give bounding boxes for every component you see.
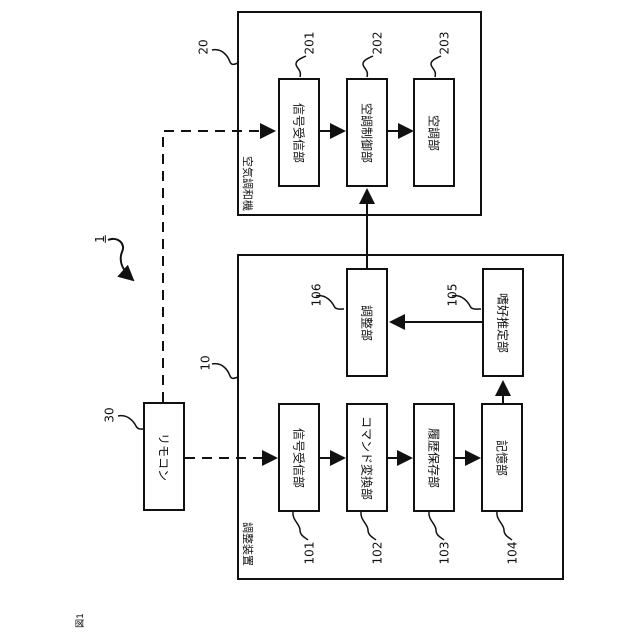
ref-103: 103 bbox=[437, 542, 451, 565]
figure-label: 図1 bbox=[73, 613, 86, 628]
block-104-memory: 記憶部 bbox=[481, 403, 523, 512]
ref-30: 30 bbox=[103, 407, 117, 422]
leader-20 bbox=[212, 50, 238, 65]
block-30-remote-control: リモコン bbox=[143, 402, 185, 511]
air-conditioner-title: 空気調和機 bbox=[240, 156, 256, 211]
ref-201: 201 bbox=[302, 32, 316, 55]
block-203-ac-unit: 空調部 bbox=[413, 78, 455, 187]
block-105-preference-estimator: 嗜好推定部 bbox=[482, 268, 524, 377]
ref-202: 202 bbox=[370, 32, 384, 55]
block-102-command-converter: コマンド変換部 bbox=[346, 403, 388, 512]
ref-105: 105 bbox=[445, 284, 459, 307]
ref-104: 104 bbox=[505, 542, 519, 565]
ref-106: 106 bbox=[309, 284, 323, 307]
block-202-ac-controller: 空調制御部 bbox=[346, 78, 388, 187]
block-201-signal-receiver: 信号受信部 bbox=[278, 78, 320, 187]
ref-10: 10 bbox=[199, 355, 213, 370]
ref-1-system: 1 bbox=[93, 235, 107, 243]
ref-101: 101 bbox=[302, 542, 316, 565]
leader-10 bbox=[212, 364, 238, 379]
block-101-signal-receiver: 信号受信部 bbox=[278, 403, 320, 512]
ref-20: 20 bbox=[197, 39, 211, 54]
block-106-adjuster-unit: 調整部 bbox=[346, 268, 388, 377]
block-103-history-storage: 履歴保存部 bbox=[413, 403, 455, 512]
adjuster-title: 調整装置 bbox=[240, 522, 256, 566]
ref-102: 102 bbox=[370, 542, 384, 565]
leader-30 bbox=[118, 416, 144, 429]
ref-203: 203 bbox=[437, 32, 451, 55]
leader-1 bbox=[108, 239, 133, 280]
